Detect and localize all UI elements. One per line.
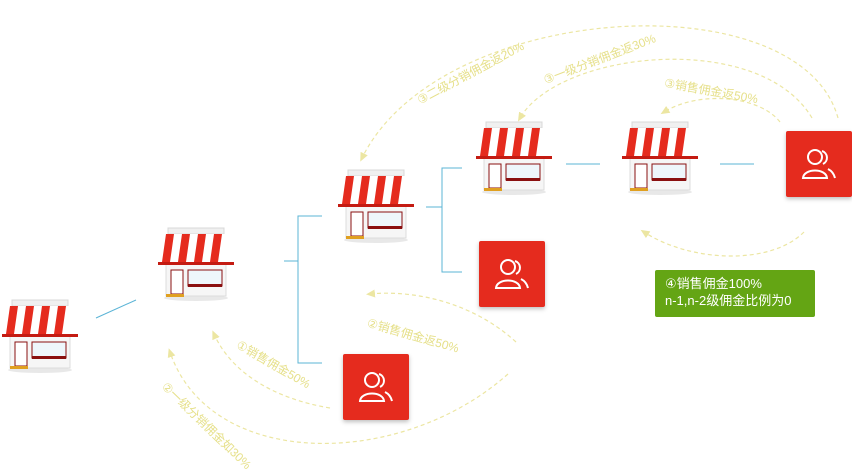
user-icon [494,259,529,289]
store-icon [476,121,552,195]
user-icon [801,149,836,179]
connector-1-2 [95,299,137,319]
user-b [479,241,545,307]
branch-bracket-2 [297,215,322,364]
arc-1 [212,330,331,409]
arc-6 [660,97,781,123]
user-icon [358,372,393,402]
store-icon [622,121,698,195]
note-box: ④销售佣金100% n-1,n-2级佣金比例为0 [655,270,815,317]
store-4 [474,118,554,198]
store-5 [620,118,700,198]
arc-3 [366,289,517,343]
arc-2 [167,348,509,444]
store-3 [336,166,416,246]
store-2 [156,224,236,304]
user-c [786,131,852,197]
store-1 [0,296,80,376]
arc-4 [360,25,839,162]
store-icon [158,227,234,301]
note-line-1: ④销售佣金100% [665,276,762,291]
store-icon [338,169,414,243]
note-line-2: n-1,n-2级佣金比例为0 [665,293,792,308]
user-a [343,354,409,420]
arc-5 [517,58,813,122]
arc-7 [640,229,805,257]
store-icon [2,299,78,373]
branch-bracket-3 [441,167,462,273]
